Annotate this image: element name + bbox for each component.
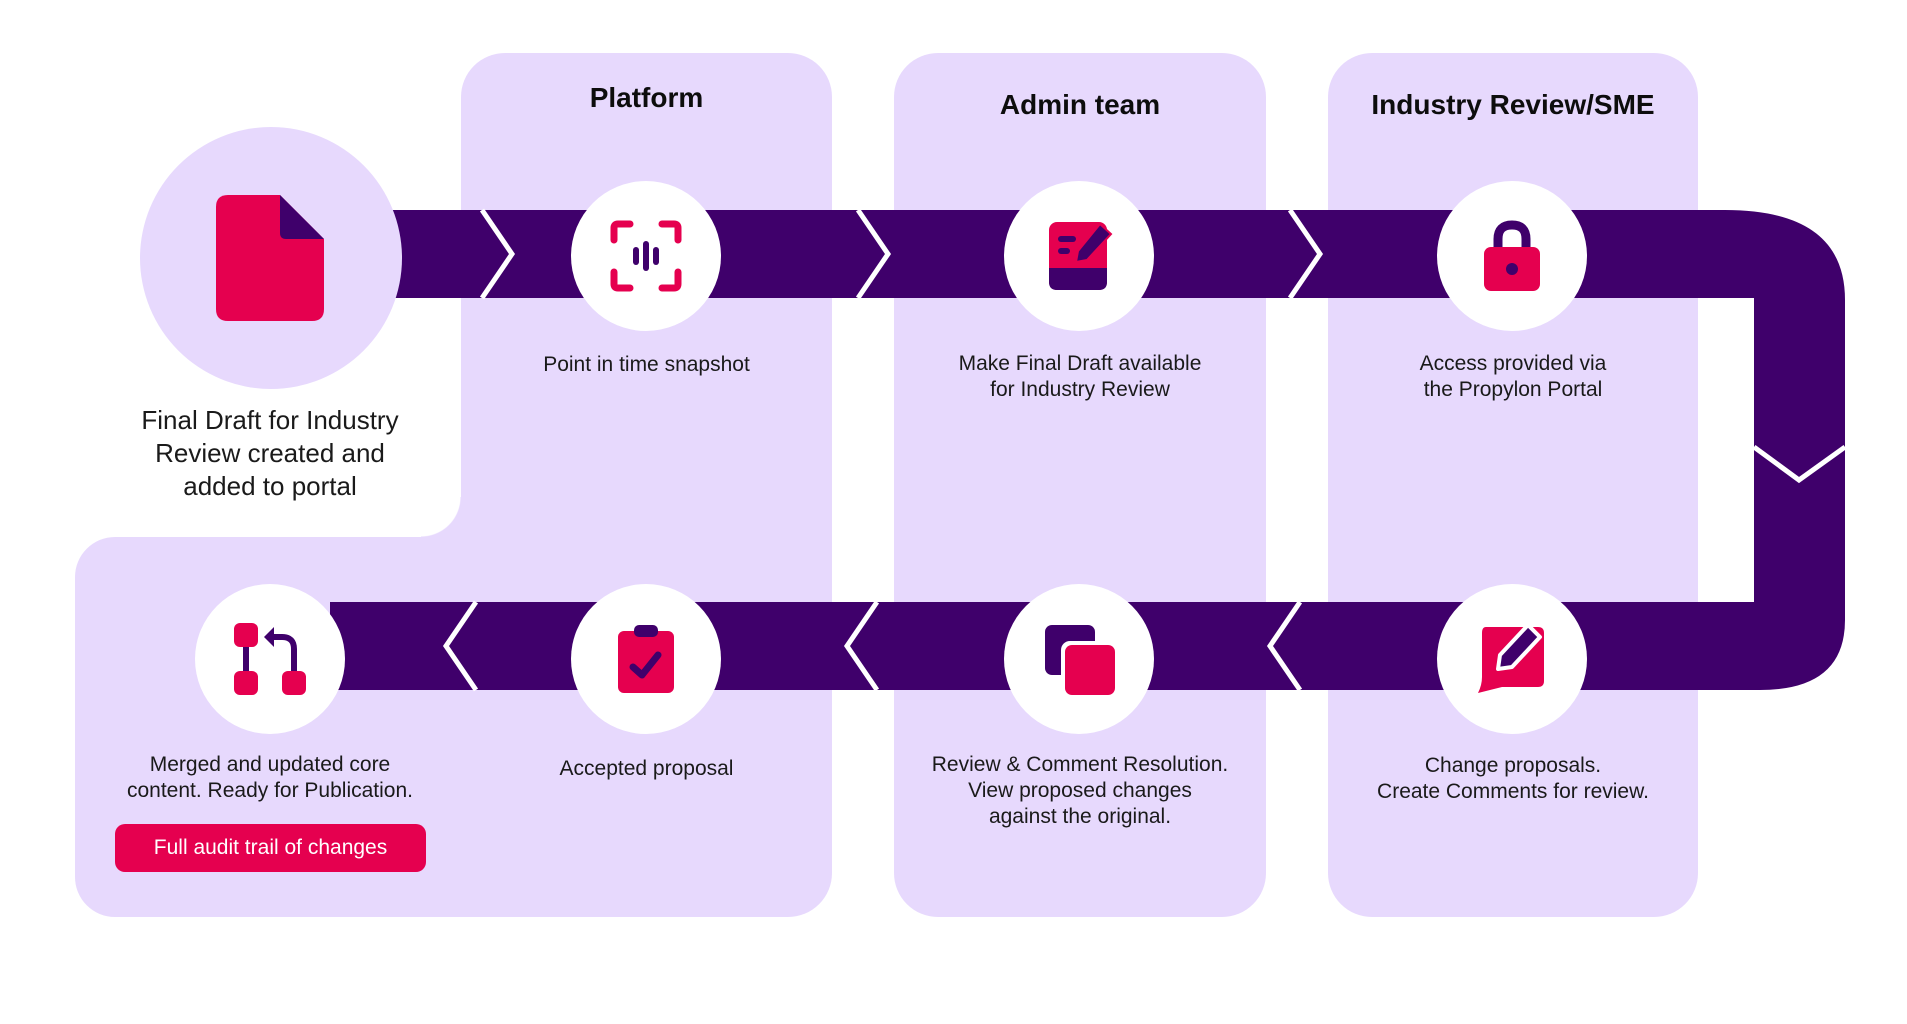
step-caption-review-resolution: Review & Comment Resolution. View propos… [931,753,1229,828]
chevron-right-1 [479,208,516,300]
flow-band-path [330,210,1845,690]
panel-corner [421,497,461,537]
step-node-make-available [1004,181,1154,331]
step-caption-change-proposals: Change proposals. Create Comments for re… [1377,754,1649,803]
chevron-right-3 [1287,208,1324,300]
step-caption-access: Access provided via the Propylon Portal [1419,352,1607,401]
step-node-snapshot [571,181,721,331]
lane-panel-bottom-join [420,537,520,917]
step-node-change-proposals [1437,584,1587,734]
audit-trail-badge: Full audit trail of changes [115,824,426,872]
lane-title-industry: Industry Review/SME [1371,89,1655,120]
lock-icon [1484,220,1540,291]
step-node-review-resolution [1004,584,1154,734]
chevron-down [1752,444,1847,484]
document-icon [216,195,324,321]
step-caption-start: Final Draft for Industry Review created … [141,405,399,501]
chevron-left-1 [1266,600,1303,692]
lane-title-admin: Admin team [999,89,1161,120]
step-node-merged [195,584,345,734]
lane-title-platform: Platform [589,82,704,113]
step-caption-make-available: Make Final Draft available for Industry … [958,352,1202,401]
compare-copy-icon [1045,625,1115,695]
edit-note-icon [1049,222,1113,290]
clipboard-check-icon [618,625,674,693]
step-node-access [1437,181,1587,331]
chevron-left-2 [843,600,880,692]
merge-icon [234,623,306,695]
step-node-start [140,127,402,389]
chevron-left-3 [442,600,479,692]
step-node-accepted [571,584,721,734]
comment-edit-icon [1478,623,1544,693]
scan-snapshot-icon [610,220,682,292]
step-caption-snapshot: Point in time snapshot [543,353,750,376]
step-caption-merged: Merged and updated core content. Ready f… [126,753,413,802]
chevron-right-2 [855,208,892,300]
step-caption-accepted: Accepted proposal [559,757,734,780]
